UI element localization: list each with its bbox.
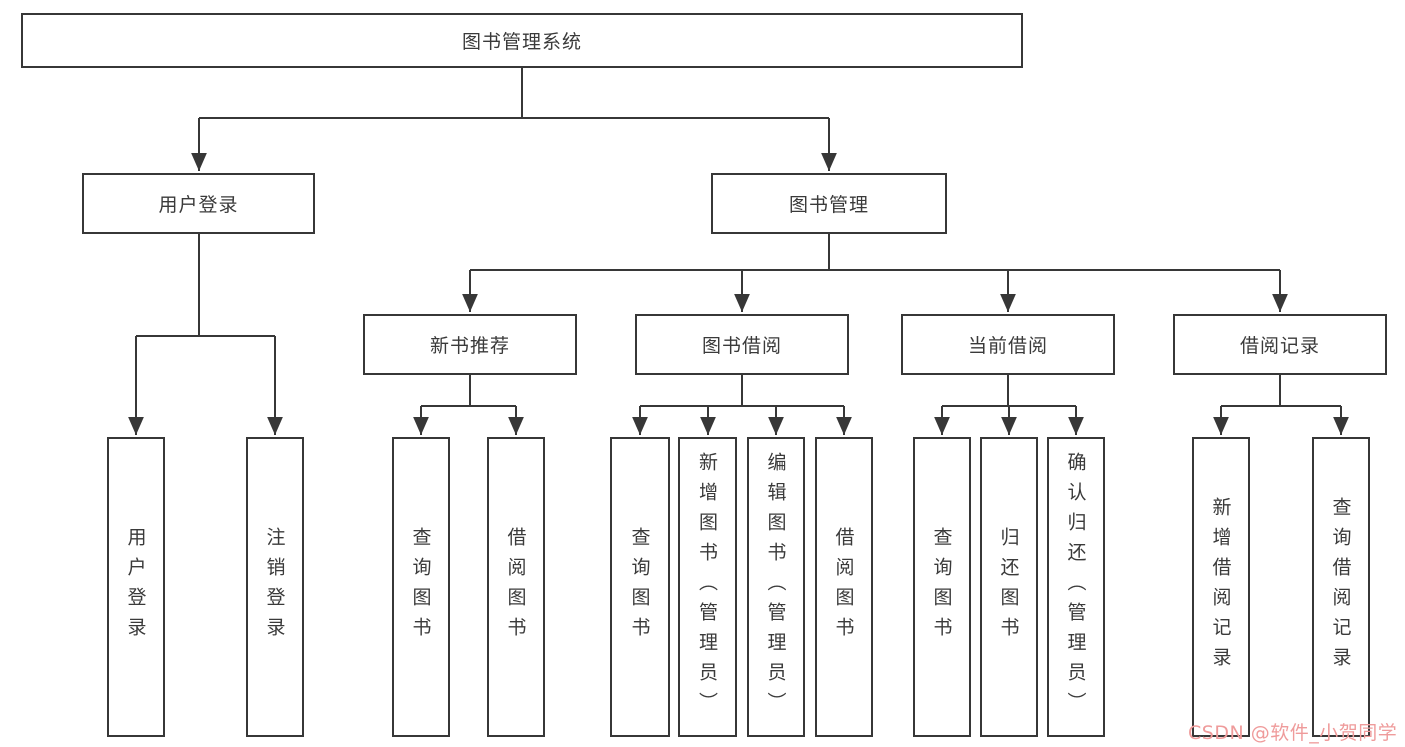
node-leaf-logout: 注销登录 [246, 437, 304, 737]
node-leaf-query-books-recommend: 查询图书 [392, 437, 450, 737]
node-leaf-query-books-current: 查询图书 [913, 437, 971, 737]
node-new-book-recommendation: 新书推荐 [363, 314, 577, 375]
watermark: CSDN @软件_小贺同学 [1188, 722, 1398, 744]
node-leaf-add-borrow-record: 新增借阅记录 [1192, 437, 1250, 737]
node-user-login: 用户登录 [82, 173, 315, 234]
node-leaf-edit-books-admin: 编辑图书（管理员） [747, 437, 805, 737]
node-leaf-borrow-books-borrowing: 借阅图书 [815, 437, 873, 737]
node-current-borrowing: 当前借阅 [901, 314, 1115, 375]
node-book-management: 图书管理 [711, 173, 947, 234]
node-leaf-query-books-borrowing: 查询图书 [610, 437, 670, 737]
node-leaf-user-login: 用户登录 [107, 437, 165, 737]
node-leaf-borrow-books-recommend: 借阅图书 [487, 437, 545, 737]
node-book-borrowing: 图书借阅 [635, 314, 849, 375]
node-leaf-query-borrow-record: 查询借阅记录 [1312, 437, 1370, 737]
node-leaf-confirm-return-admin: 确认归还（管理员） [1047, 437, 1105, 737]
node-borrowing-records: 借阅记录 [1173, 314, 1387, 375]
node-library-system: 图书管理系统 [21, 13, 1023, 68]
node-leaf-add-books-admin: 新增图书（管理员） [678, 437, 737, 737]
node-leaf-return-books: 归还图书 [980, 437, 1038, 737]
